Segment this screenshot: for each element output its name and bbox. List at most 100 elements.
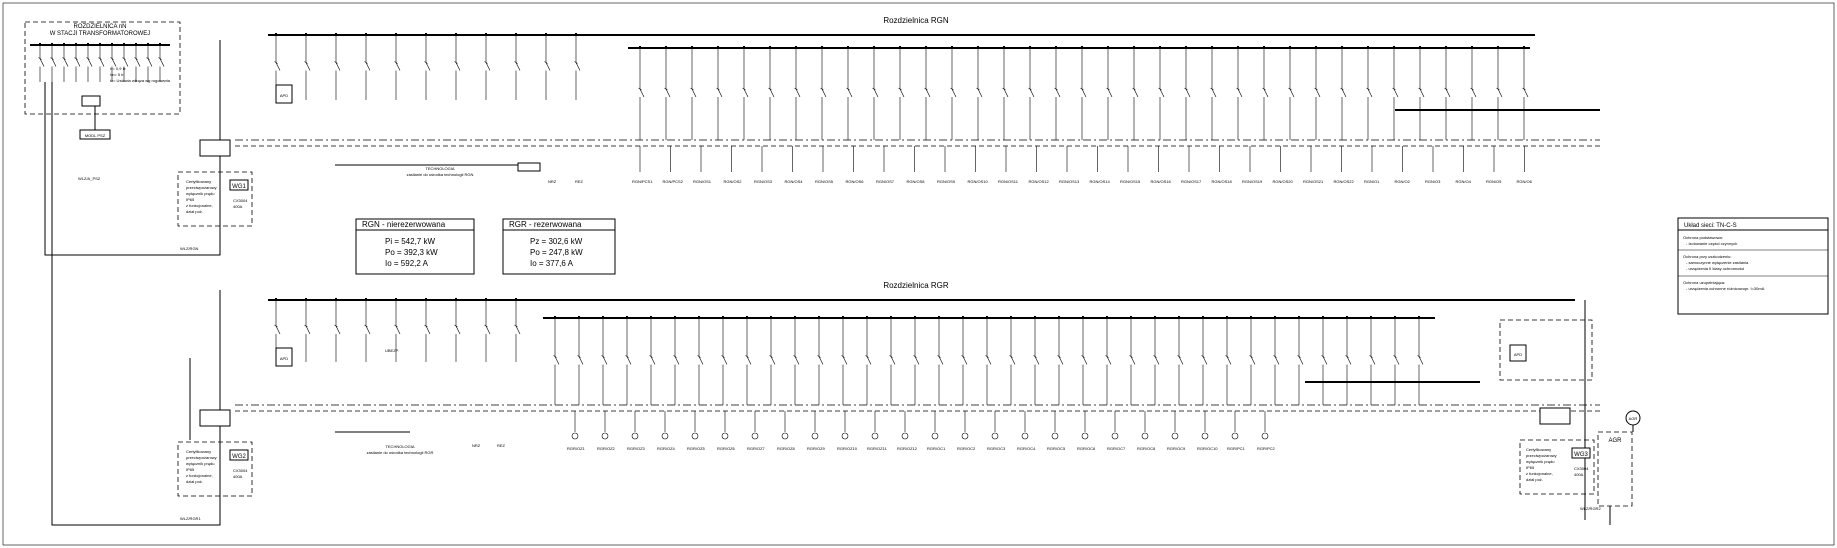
rgn-circuit-label: RGN/O2 xyxy=(1395,179,1411,184)
rgn-circuit-label: RGN/OS13 xyxy=(1059,179,1080,184)
lamp-icon xyxy=(1021,432,1029,440)
main-box-title-2: W STACJI TRANSFORMATOROWEJ xyxy=(50,31,151,37)
svg-text:CX3004: CX3004 xyxy=(233,198,248,203)
svg-text:Ochrona podstawowa:: Ochrona podstawowa: xyxy=(1683,235,1723,240)
rgr-rez: REZ xyxy=(497,443,506,448)
rgr-circuit-label: RGR/OZ6 xyxy=(717,446,736,451)
rgr-circuit-label: RGR/OC1 xyxy=(927,446,946,451)
rgn-circuit-label: RGN/OS18 xyxy=(1212,179,1233,184)
agr-label: AGR xyxy=(1608,438,1622,444)
rgr-circuit-label: RGR/OC5 xyxy=(1047,446,1066,451)
rgn-circuit-label: RGN/OS14 xyxy=(1090,179,1111,184)
lamp-icon xyxy=(751,432,759,440)
svg-text:z funkcjonalne,: z funkcjonalne, xyxy=(1526,471,1553,476)
svg-text:przeciwpożarowy: przeciwpożarowy xyxy=(186,455,217,460)
apd-rgr2: APD xyxy=(1514,352,1522,357)
cabinet-wg1: Certyfikowany przeciwpożarowy wyłącznik … xyxy=(177,139,253,227)
rgr-circuit-label: RGR/OZ4 xyxy=(657,446,676,451)
rgn-circuit-label: RGN/OS21 xyxy=(1303,179,1324,184)
svg-text:IP65: IP65 xyxy=(186,467,195,472)
wg3-code: WG3 xyxy=(1574,452,1588,458)
rgr-circuit-label: RGR/PC2 xyxy=(1257,446,1276,451)
lamp-icon xyxy=(661,432,669,440)
svg-text:RGN - nierezerwowana: RGN - nierezerwowana xyxy=(362,220,446,229)
rgn-circuit-label: RGN/OS17 xyxy=(1181,179,1202,184)
lamp-icon xyxy=(571,432,579,440)
svg-text:IP65: IP65 xyxy=(186,197,195,202)
rgn-circuit-label: RGN/OS20 xyxy=(1273,179,1294,184)
main-switchboard: ROZDZIELNICA nN W STACJI TRANSFORMATOROW… xyxy=(24,21,181,181)
rgr-circuit-label: RGR/OC10 xyxy=(1197,446,1218,451)
svg-text:Certyfikowany: Certyfikowany xyxy=(1526,447,1551,452)
rgn-board: Rozdzielnica RGN APD TECHNOLOGIA zasilan… xyxy=(235,16,1600,184)
rgn-circuit-label: RGN/OS10 xyxy=(968,179,989,184)
svg-text:Pi = 542,7 kW: Pi = 542,7 kW xyxy=(385,237,435,246)
svg-text:z funkcjonalne,: z funkcjonalne, xyxy=(186,473,213,478)
rgn-circuit-label: RGN/OS8 xyxy=(907,179,926,184)
lamp-icon xyxy=(1171,432,1179,440)
svg-text:Pz = 302,6 kW: Pz = 302,6 kW xyxy=(530,237,583,246)
svg-text:CX3004: CX3004 xyxy=(1574,466,1589,471)
svg-text:- urządzenia II klasy ochronno: - urządzenia II klasy ochronności xyxy=(1686,266,1744,271)
network-title: Układ sieci: TN-C-S xyxy=(1684,223,1737,229)
rgn-circuit-label: RGN/OS11 xyxy=(998,179,1019,184)
power-table-rgr: RGR - rezerwowana Pz = 302,6 kW Po = 247… xyxy=(502,218,616,275)
rgn-circuit-label: RGN/O3 xyxy=(1425,179,1441,184)
rgn-circuit-label: RGN/PCS2 xyxy=(663,179,684,184)
agr-generator: AGR AGR xyxy=(1597,410,1641,525)
lamp-icon xyxy=(1261,432,1269,440)
rgn-circuit-label: RGN/PCS1 xyxy=(632,179,653,184)
rgr-circuit-label: RGR/OZ8 xyxy=(777,446,796,451)
wg1-code: WG1 xyxy=(232,184,246,190)
rgn-circuit-label: RGN/OS16 xyxy=(1151,179,1172,184)
lamp-icon xyxy=(1201,432,1209,440)
lamp-icon xyxy=(721,432,729,440)
rgr-circuit-label: RGR/OC6 xyxy=(1077,446,1096,451)
cabinet-wg3: Certyfikowany przeciwpożarowy wyłącznik … xyxy=(1519,407,1601,511)
cabinet-wg2: Certyfikowany przeciwpożarowy wyłącznik … xyxy=(177,358,253,497)
svg-text:Io = 377,6 A: Io = 377,6 A xyxy=(530,259,574,268)
rgr-circuit-label: RGR/PC1 xyxy=(1227,446,1246,451)
rgr-nrz: NRZ xyxy=(472,443,481,448)
rgr-circuit-label: RGR/OC8 xyxy=(1137,446,1156,451)
rgn-circuit-label: RGN/OS22 xyxy=(1334,179,1355,184)
rgn-circuit-label: RGN/OS7 xyxy=(876,179,895,184)
lamp-icon xyxy=(601,432,609,440)
rgr-circuit-label: RGR/OC2 xyxy=(957,446,976,451)
svg-text:przeciwpożarowy: przeciwpożarowy xyxy=(186,185,217,190)
rgn-circuit-label: RGN/O5 xyxy=(1486,179,1502,184)
rgr-circuit-label: RGR/OZ7 xyxy=(747,446,766,451)
tech2-title: TECHNOLOGIA xyxy=(385,444,414,449)
lamp-icon xyxy=(931,432,939,440)
wlz-rgr2-label: WLZ/RGR2 xyxy=(1580,506,1601,511)
svg-text:Certyfikowany: Certyfikowany xyxy=(186,449,211,454)
lamp-icon xyxy=(901,432,909,440)
svg-text:dział poż.: dział poż. xyxy=(186,209,203,214)
wlz-psz-label: WLZ/A_PSZ xyxy=(78,176,101,181)
rgn-circuit-label: RGN/OS6 xyxy=(846,179,865,184)
rgn-circuit-label: RGN/OS15 xyxy=(1120,179,1141,184)
rgr-circuit-label: RGR/OZ11 xyxy=(867,446,887,451)
svg-text:wyłącznik prądu: wyłącznik prądu xyxy=(1526,459,1554,464)
lamp-icon xyxy=(1051,432,1059,440)
svg-text:wyłącznik prądu: wyłącznik prądu xyxy=(186,461,214,466)
rgn-title: Rozdzielnica RGN xyxy=(883,16,949,25)
rgr-title: Rozdzielnica RGR xyxy=(883,281,949,290)
wlz-rgn-label: WLZ/RGN xyxy=(180,246,199,251)
rgn-circuit-label: RGN/OS2 xyxy=(724,179,743,184)
rgn-nrz: NRZ xyxy=(548,179,557,184)
svg-text:- urządzenia ochronne różnicow: - urządzenia ochronne różnicowopr. I=30m… xyxy=(1686,286,1765,291)
svg-text:wyłącznik prądu: wyłącznik prądu xyxy=(186,191,214,196)
rgn-circuit-label: RGN/OS19 xyxy=(1242,179,1263,184)
main-note-1: Ir= 0,9 Iz xyxy=(110,66,126,71)
rgn-rez: REZ xyxy=(575,179,584,184)
lamp-icon xyxy=(811,432,819,440)
lamp-icon xyxy=(781,432,789,440)
rgn-circuit-label: RGN/OS9 xyxy=(937,179,956,184)
rgr-board: Rozdzielnica RGR APD UBEZP. TECHNOLOGIA … xyxy=(235,281,1600,520)
svg-text:Certyfikowany: Certyfikowany xyxy=(186,179,211,184)
svg-text:z funkcjonalne,: z funkcjonalne, xyxy=(186,203,213,208)
main-box-title-1: ROZDZIELNICA nN xyxy=(73,24,126,30)
svg-text:400A: 400A xyxy=(1574,472,1584,477)
